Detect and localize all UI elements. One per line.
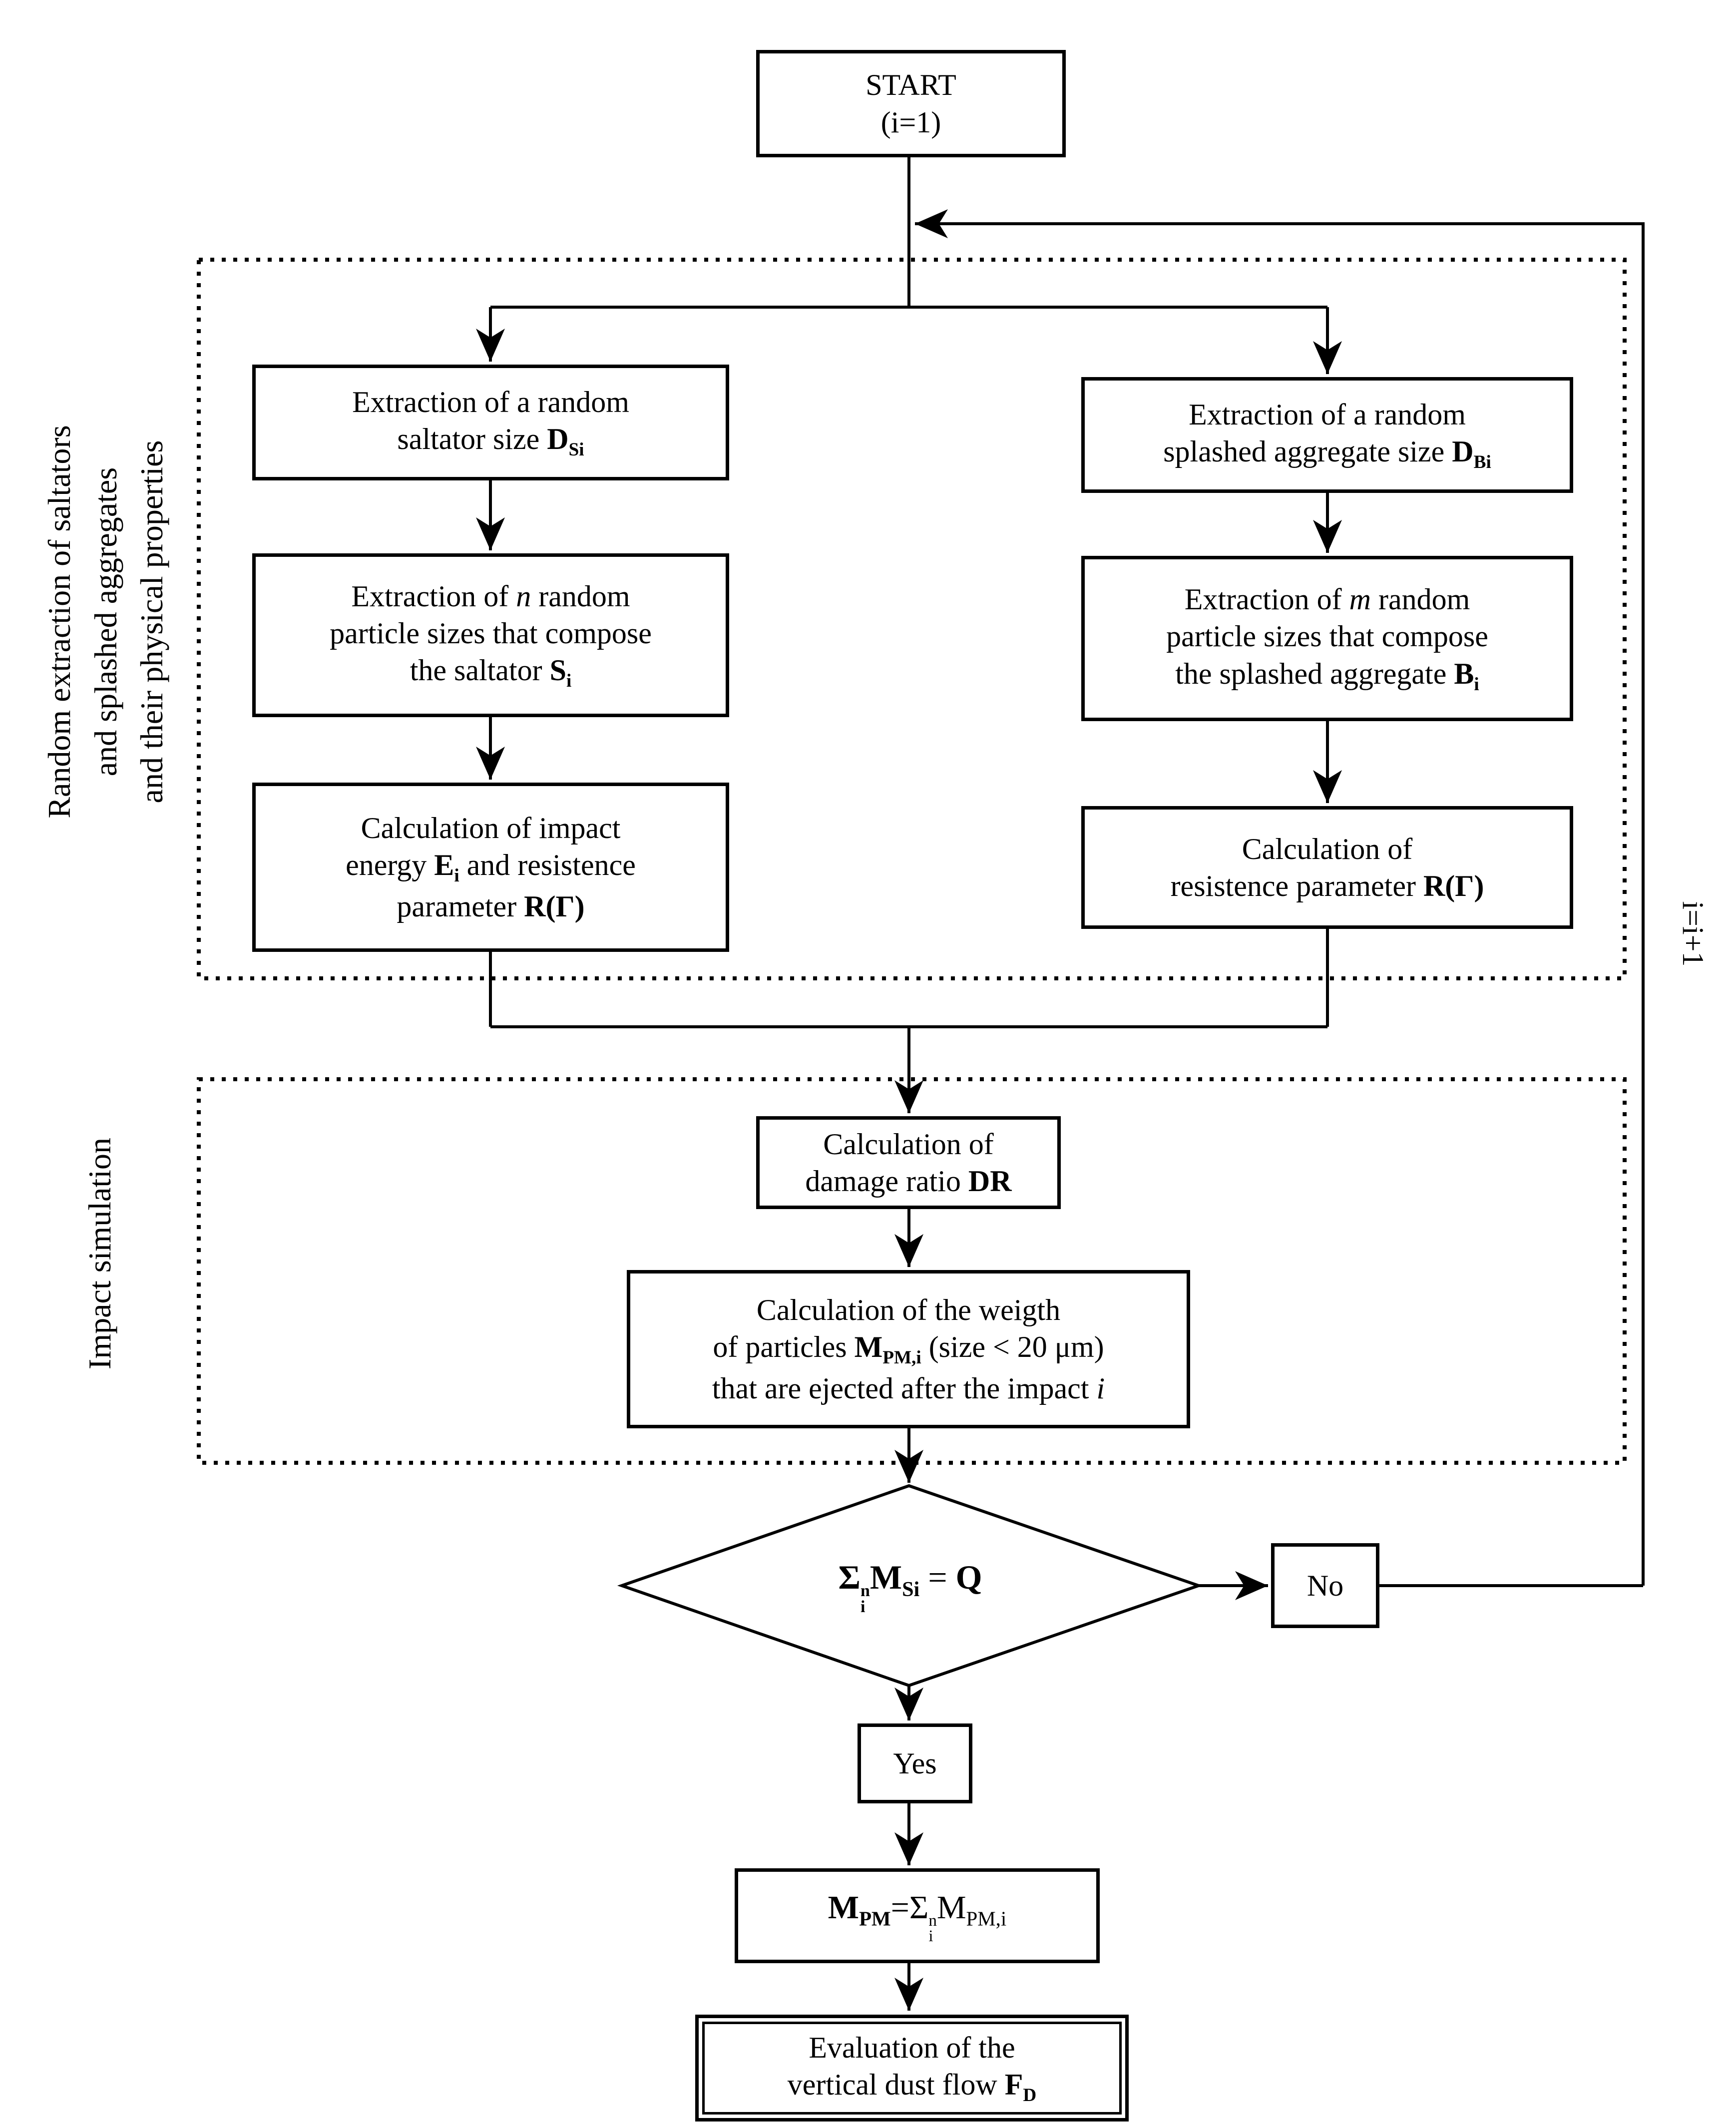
decision-diamond-shape: [617, 1484, 1204, 1688]
label-loop-counter: i=i+1: [1677, 901, 1710, 967]
label-region-impact-simulation: Impact simulation: [81, 1138, 117, 1369]
region-impact-simulation-border: [197, 1077, 1627, 1465]
yes-node: Yes: [858, 1723, 972, 1803]
start-node: START(i=1): [756, 50, 1066, 157]
region-random-extraction-border: [197, 258, 1627, 980]
flow-arrows: [476, 157, 1645, 2011]
no-node: No: [1271, 1543, 1379, 1628]
